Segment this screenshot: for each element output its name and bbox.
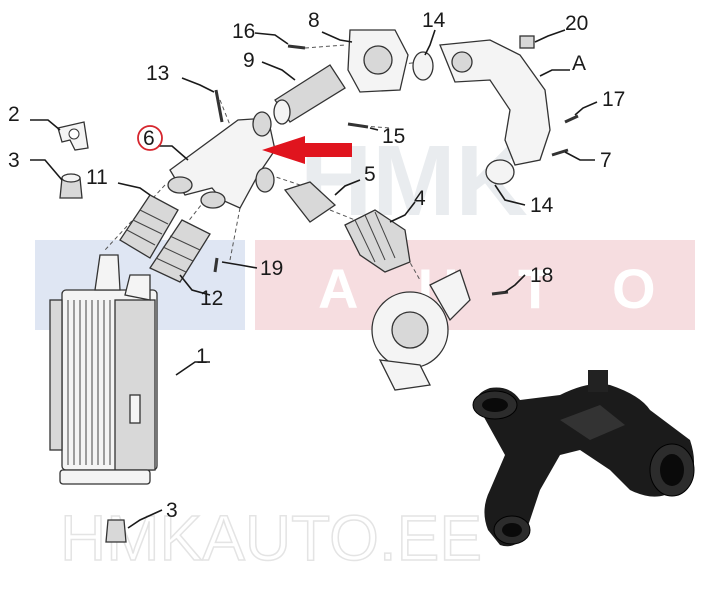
gasket-14-bottom bbox=[485, 159, 515, 185]
intercooler bbox=[49, 254, 158, 485]
watermark-red-block bbox=[255, 240, 695, 330]
callout-18: 18 bbox=[530, 264, 553, 287]
y-pipe-6 bbox=[167, 111, 276, 209]
callout-4: 4 bbox=[414, 187, 426, 210]
intake-pipe-A bbox=[439, 35, 551, 166]
bolts bbox=[213, 44, 579, 296]
highlight-arrow bbox=[262, 136, 352, 164]
callout-14-top: 14 bbox=[422, 9, 446, 32]
callout-3-top: 3 bbox=[8, 149, 20, 172]
callout-14-bottom: 14 bbox=[530, 194, 554, 217]
gasket-14-top bbox=[412, 51, 434, 81]
callout-9: 9 bbox=[243, 49, 255, 72]
callout-8: 8 bbox=[308, 9, 320, 32]
hose-5 bbox=[283, 181, 337, 223]
callout-12: 12 bbox=[200, 287, 223, 310]
callout-19: 19 bbox=[260, 257, 283, 280]
hose-4 bbox=[344, 209, 411, 273]
callout-7: 7 bbox=[600, 149, 612, 172]
throttle-body-8 bbox=[347, 29, 409, 93]
watermark-bottom: HMKAUTO.EE bbox=[60, 502, 482, 574]
callout-6: 6 bbox=[143, 127, 155, 150]
callout-A: A bbox=[572, 52, 586, 75]
watermark-auto-a: A bbox=[318, 257, 358, 320]
callout-17: 17 bbox=[602, 88, 625, 111]
callout-3-bottom: 3 bbox=[166, 499, 178, 522]
callout-2: 2 bbox=[8, 103, 20, 126]
turbocharger bbox=[371, 269, 471, 391]
callout-13: 13 bbox=[146, 62, 169, 85]
watermark: HMK A U T O HMKAUTO.EE bbox=[35, 125, 695, 575]
watermark-auto-t: T bbox=[518, 257, 552, 320]
callout-11: 11 bbox=[86, 166, 108, 189]
callout-20: 20 bbox=[565, 12, 588, 35]
highlight-circle bbox=[137, 125, 163, 151]
callout-16: 16 bbox=[232, 20, 255, 43]
callout-15: 15 bbox=[382, 125, 405, 148]
hose-9 bbox=[273, 64, 346, 125]
product-photo bbox=[472, 370, 695, 547]
callout-1: 1 bbox=[196, 345, 208, 368]
hoses bbox=[119, 194, 211, 283]
leader-lines bbox=[30, 29, 598, 529]
callout-5: 5 bbox=[364, 163, 376, 186]
callouts: 1 2 3 3 4 5 6 7 8 9 11 12 13 14 14 15 16… bbox=[8, 9, 625, 522]
rubber-mounts bbox=[57, 121, 127, 543]
watermark-auto-o: O bbox=[612, 257, 656, 320]
